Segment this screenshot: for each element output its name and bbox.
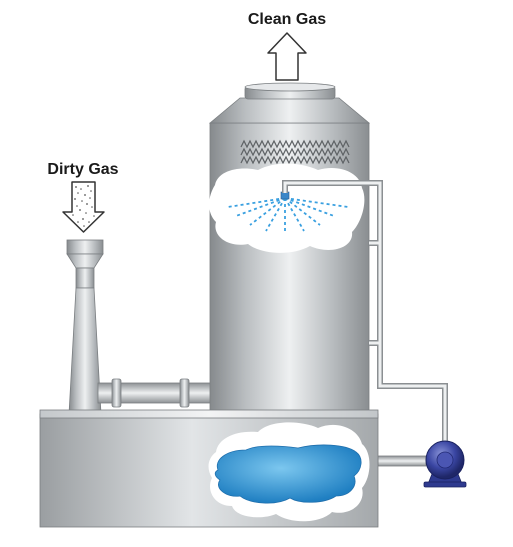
dirty-gas-label: Dirty Gas xyxy=(47,161,118,178)
mist-eliminator xyxy=(240,139,350,165)
arrow-down-icon xyxy=(62,181,105,233)
water-pool xyxy=(214,444,362,504)
clean-gas-label: Clean Gas xyxy=(248,11,326,28)
pump-icon xyxy=(423,440,467,488)
spray-nozzle xyxy=(227,191,349,233)
spray-cloud xyxy=(209,163,365,253)
venturi-inlet xyxy=(66,239,104,415)
suction-pipe xyxy=(377,455,427,467)
arrow-up-icon xyxy=(267,32,307,81)
connecting-duct xyxy=(97,378,213,408)
